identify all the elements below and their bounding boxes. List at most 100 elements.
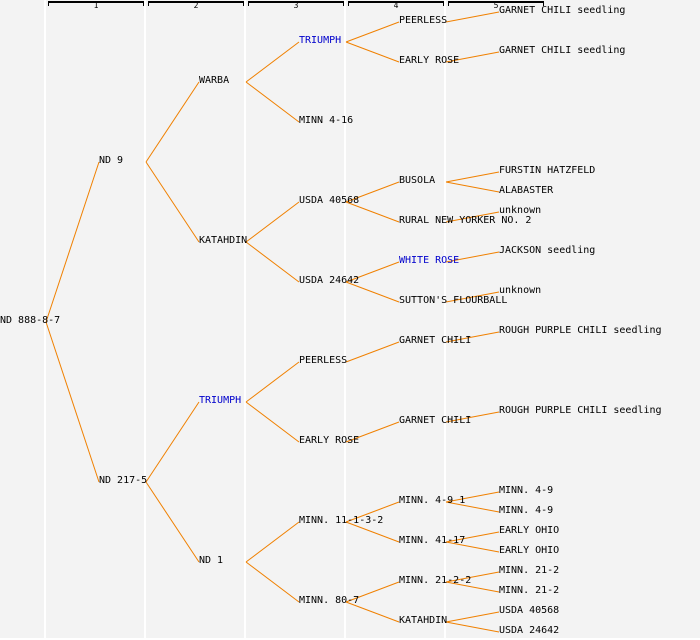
pedigree-node[interactable]: RURAL NEW YORKER NO. 2: [399, 215, 532, 226]
pedigree-node[interactable]: MINN. 4-9 1: [399, 495, 466, 506]
pedigree-node[interactable]: ALABASTER: [499, 185, 554, 196]
pedigree-link: [445, 501, 500, 513]
pedigree-node[interactable]: MINN. 41-17: [399, 535, 466, 546]
generation-header-5: [448, 1, 544, 6]
pedigree-link: [445, 411, 500, 423]
pedigree-link: [145, 401, 200, 483]
pedigree-node[interactable]: WHITE ROSE: [399, 255, 460, 266]
pedigree-node[interactable]: USDA 40568: [299, 195, 360, 206]
generation-number-2: 2: [193, 1, 199, 10]
pedigree-node[interactable]: USDA 40568: [499, 605, 560, 616]
pedigree-node[interactable]: WARBA: [199, 75, 230, 86]
pedigree-node[interactable]: TRIUMPH: [299, 35, 342, 46]
pedigree-node[interactable]: MINN. 4-9: [499, 505, 554, 516]
pedigree-link: [245, 81, 300, 123]
pedigree-node[interactable]: KATAHDIN: [199, 235, 248, 246]
pedigree-link: [245, 521, 300, 563]
pedigree-link: [245, 361, 300, 403]
pedigree-link: [345, 281, 400, 303]
pedigree-node[interactable]: MINN. 21-2: [499, 585, 560, 596]
pedigree-node[interactable]: BUSOLA: [399, 175, 436, 186]
pedigree-node[interactable]: TRIUMPH: [199, 395, 242, 406]
pedigree-link: [445, 331, 500, 343]
pedigree-link: [245, 561, 300, 603]
pedigree-link: [445, 491, 500, 503]
generation-header-2: [148, 1, 244, 6]
pedigree-node[interactable]: ROUGH PURPLE CHILI seedling: [499, 325, 662, 336]
pedigree-link: [445, 251, 500, 263]
column-separator: [444, 0, 446, 638]
pedigree-link: [245, 41, 300, 83]
pedigree-node[interactable]: MINN. 21-2-2: [399, 575, 472, 586]
pedigree-node[interactable]: KATAHDIN: [399, 615, 448, 626]
pedigree-link: [45, 161, 100, 323]
pedigree-link: [45, 321, 100, 483]
generation-number-1: 1: [93, 1, 99, 10]
pedigree-node[interactable]: MINN. 21-2: [499, 565, 560, 576]
pedigree-node[interactable]: PEERLESS: [399, 15, 448, 26]
pedigree-link: [345, 581, 400, 603]
pedigree-node[interactable]: MINN 4-16: [299, 115, 354, 126]
pedigree-link: [345, 521, 400, 543]
pedigree-node[interactable]: ND 888-8-7: [0, 315, 61, 326]
column-separator: [344, 0, 346, 638]
pedigree-link: [445, 171, 500, 183]
pedigree-link: [345, 601, 400, 623]
pedigree-link: [445, 181, 500, 193]
pedigree-node[interactable]: GARNET CHILI seedling: [499, 5, 626, 16]
column-separator: [144, 0, 146, 638]
pedigree-link: [245, 241, 300, 283]
pedigree-node[interactable]: EARLY OHIO: [499, 545, 560, 556]
pedigree-link: [245, 201, 300, 243]
pedigree-link: [345, 21, 400, 43]
generation-header-1: [48, 1, 144, 6]
pedigree-link: [145, 481, 200, 563]
pedigree-link: [445, 621, 500, 633]
pedigree-node[interactable]: FURSTIN HATZFELD: [499, 165, 596, 176]
pedigree-link: [445, 581, 500, 593]
pedigree-node[interactable]: EARLY ROSE: [399, 55, 460, 66]
pedigree-link: [345, 421, 400, 443]
pedigree-node[interactable]: MINN. 4-9: [499, 485, 554, 496]
pedigree-node[interactable]: ND 1: [199, 555, 224, 566]
pedigree-link: [345, 201, 400, 223]
pedigree-node[interactable]: GARNET CHILI seedling: [499, 45, 626, 56]
pedigree-node[interactable]: SUTTON'S FLOURBALL: [399, 295, 508, 306]
pedigree-link: [345, 181, 400, 203]
pedigree-node[interactable]: unknown: [499, 205, 542, 216]
pedigree-link: [345, 41, 400, 63]
pedigree-node[interactable]: GARNET CHILI: [399, 335, 472, 346]
generation-number-3: 3: [293, 1, 299, 10]
pedigree-node[interactable]: ROUGH PURPLE CHILI seedling: [499, 405, 662, 416]
pedigree-node[interactable]: USDA 24642: [499, 625, 560, 636]
pedigree-link: [345, 341, 400, 363]
pedigree-node[interactable]: GARNET CHILI: [399, 415, 472, 426]
pedigree-node[interactable]: ND 9: [99, 155, 124, 166]
pedigree-link: [145, 81, 200, 163]
pedigree-link: [445, 531, 500, 543]
generation-header-3: [248, 1, 344, 6]
pedigree-link: [445, 571, 500, 583]
pedigree-node[interactable]: unknown: [499, 285, 542, 296]
generation-header-4: [348, 1, 444, 6]
pedigree-link: [445, 291, 500, 303]
pedigree-link: [445, 51, 500, 63]
pedigree-node[interactable]: MINN. 11-1-3-2: [299, 515, 384, 526]
pedigree-link: [445, 11, 500, 23]
pedigree-node[interactable]: EARLY OHIO: [499, 525, 560, 536]
pedigree-link: [345, 501, 400, 523]
pedigree-node[interactable]: USDA 24642: [299, 275, 360, 286]
generation-number-5: 5: [493, 1, 499, 10]
column-separator: [244, 0, 246, 638]
pedigree-link: [445, 541, 500, 553]
column-separator: [44, 0, 46, 638]
pedigree-node[interactable]: EARLY ROSE: [299, 435, 360, 446]
pedigree-node[interactable]: JACKSON seedling: [499, 245, 596, 256]
pedigree-link: [445, 211, 500, 223]
pedigree-link: [445, 611, 500, 623]
pedigree-node[interactable]: PEERLESS: [299, 355, 348, 366]
pedigree-node[interactable]: ND 217-5: [99, 475, 148, 486]
pedigree-node[interactable]: MINN. 80-7: [299, 595, 360, 606]
pedigree-link: [145, 161, 200, 243]
